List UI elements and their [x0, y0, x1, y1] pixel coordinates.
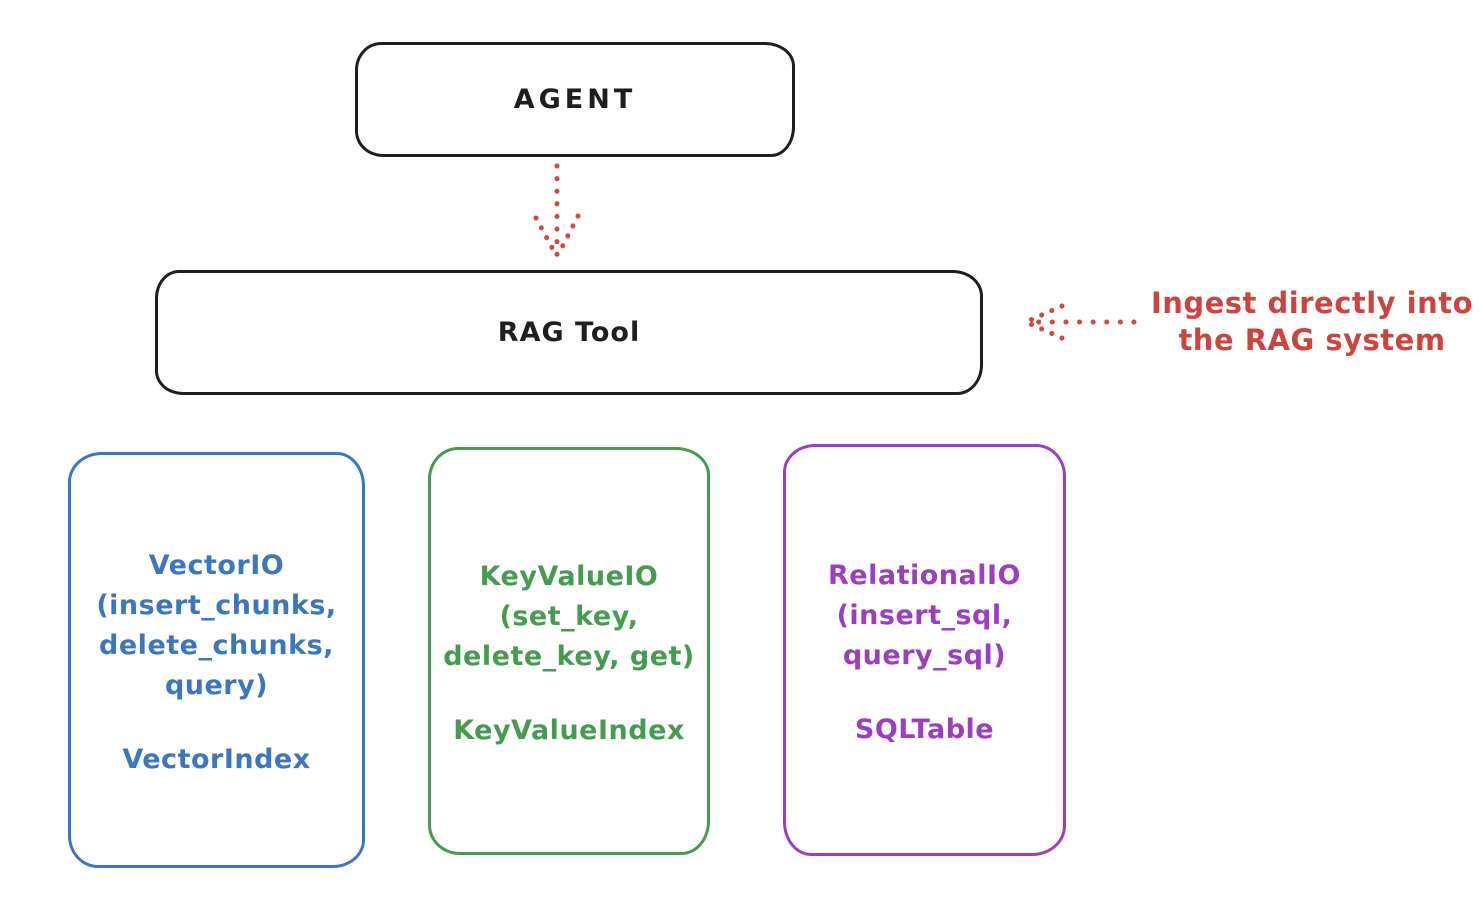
keyvalue-io-methods-label: KeyValueIO (set_key, delete_key, get): [443, 560, 695, 672]
agent-to-ragtool-arrow-icon: [533, 163, 581, 259]
rag-tool-node: RAG Tool: [155, 270, 983, 395]
relational-io-methods-label: RelationalIO (insert_sql, query_sql): [828, 559, 1021, 671]
agent-label: AGENT: [513, 84, 637, 115]
vector-io-node: VectorIO (insert_chunks, delete_chunks, …: [68, 452, 365, 868]
rag-tool-label: RAG Tool: [497, 317, 641, 348]
relational-io-node: RelationalIO (insert_sql, query_sql) SQL…: [783, 444, 1066, 856]
agent-node: AGENT: [355, 42, 795, 157]
ingest-annotation-text: Ingest directly into the RAG system: [1150, 286, 1474, 357]
keyvalue-io-node: KeyValueIO (set_key, delete_key, get) Ke…: [428, 447, 710, 855]
ingest-annotation-arrow-icon: [1023, 303, 1137, 341]
vector-io-index-label: VectorIndex: [122, 743, 311, 775]
keyvalue-io-index-label: KeyValueIndex: [453, 714, 685, 746]
relational-io-index-label: SQLTable: [854, 713, 995, 745]
vector-io-methods-label: VectorIO (insert_chunks, delete_chunks, …: [96, 549, 337, 701]
